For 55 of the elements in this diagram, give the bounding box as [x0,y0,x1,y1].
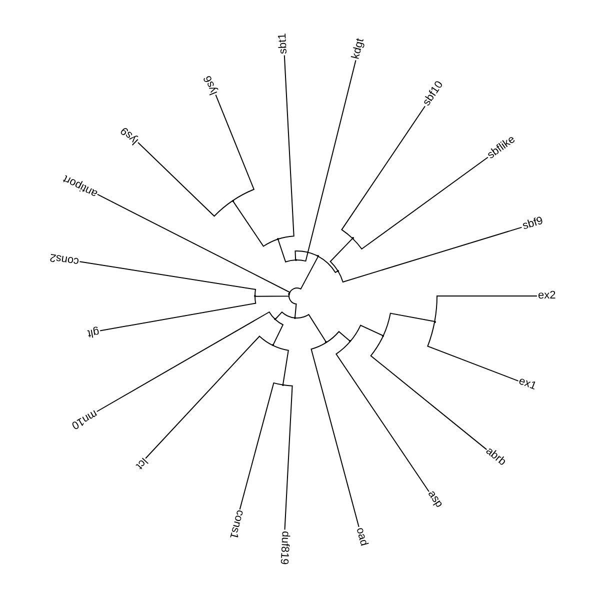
branch-point [336,270,339,272]
tree-branch [272,318,284,346]
tree-branch [434,296,538,322]
branch-point [294,316,296,319]
tree-branch [337,226,522,282]
leaf-label: lys9 [119,124,142,146]
tree-branch [318,256,338,273]
tree-branch [310,342,360,528]
branch-point [288,292,290,295]
leaf-label: lys6 [202,74,220,96]
branch-point [274,318,276,320]
tree-branch [288,256,319,294]
leaf-label: oad [354,526,370,547]
tree-branch [239,382,284,510]
leaf-label: sbt1 [278,33,290,55]
tree-branch [215,94,254,202]
branch-point [276,238,279,240]
tree-branch [341,106,426,239]
leaf-label: sbf9 [521,216,544,232]
tree-branch [370,335,488,450]
tree-branch [295,60,356,262]
tree-branch [100,296,256,332]
branch-point [282,384,284,386]
tree-branch [277,238,296,262]
tree-branch [282,384,293,530]
tree-branch [350,324,384,342]
tree-branch [232,200,278,247]
leaf-label: kdgt [350,38,366,61]
tree-branch [96,312,276,412]
leaf-label: glt [86,325,100,338]
tree-branch [288,293,297,318]
leaf-label: lct [133,455,149,471]
leaf-label: ex1 [517,376,538,393]
tree-branch [330,238,354,272]
leaf-label: abrb [484,446,508,468]
tree-branch [145,336,274,459]
tree-branch [138,142,234,217]
tree-branch [352,156,488,250]
tree-branch [294,314,327,343]
leaf-label: duf819 [277,530,290,565]
tree-branch [274,312,296,320]
tree-branch [326,331,351,343]
tree-branch [272,344,289,386]
leaf-label: asp [424,489,444,510]
leaf-label: cons1 [226,509,245,540]
tree-branch [427,321,519,382]
tree-branch [382,312,436,336]
tree-branch [294,250,319,261]
tree-branch [79,261,256,297]
tree-branch [336,340,430,492]
leaf-label: ex2 [538,290,556,302]
tree-branch [254,293,290,297]
leaf-label: cons2 [48,251,80,267]
tree-branch [96,194,290,294]
tree-branch [277,54,294,240]
